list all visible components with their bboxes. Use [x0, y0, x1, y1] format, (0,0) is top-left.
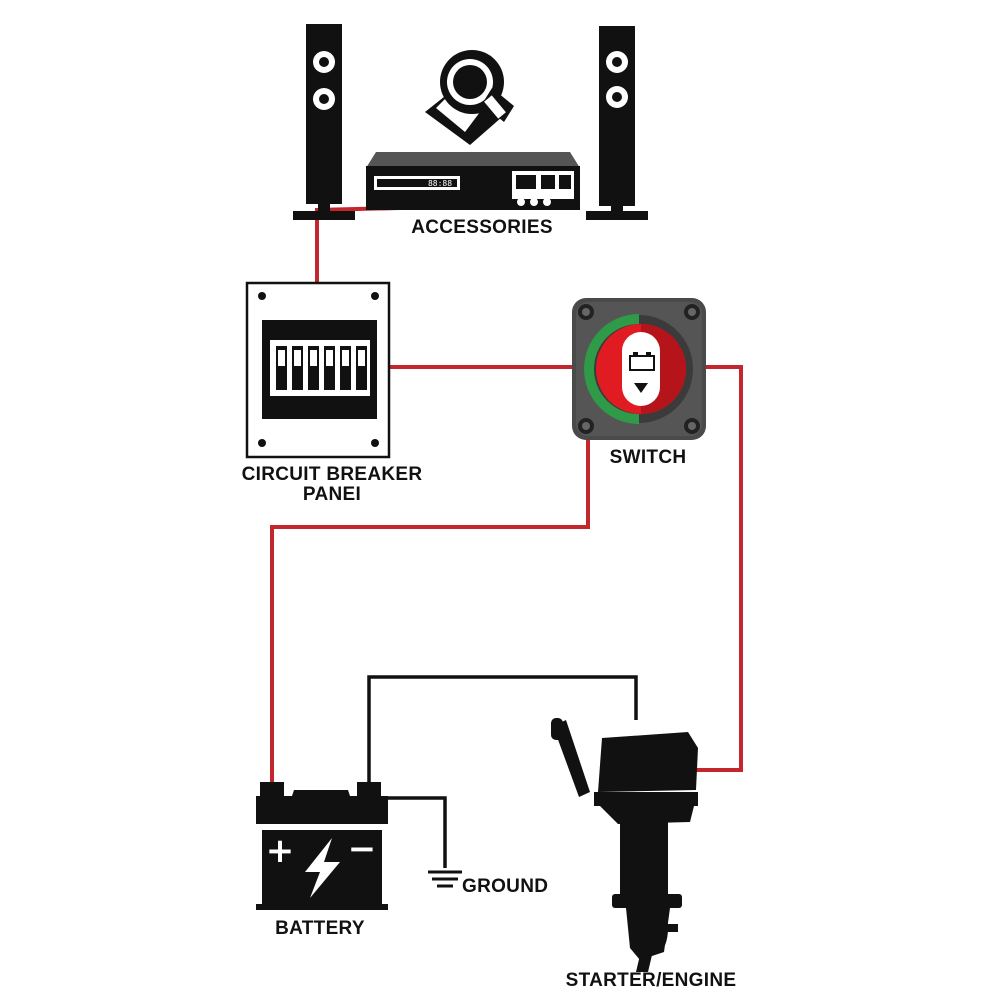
- lightning-bolt-icon: [305, 838, 340, 898]
- stereo-display-text: 88:88: [428, 179, 452, 188]
- breaker-label-line2: PANEI: [303, 484, 361, 505]
- battery-negative-sign: −: [348, 829, 377, 869]
- circuit-breaker-icon: [245, 281, 391, 459]
- left-speaker-icon: [293, 24, 355, 220]
- engine-label: STARTER/ENGINE: [566, 970, 737, 991]
- wire-switch-to-battery: [270, 440, 590, 790]
- wire-battery-to-engine: [367, 675, 638, 790]
- ground-label: GROUND: [462, 876, 548, 897]
- stereo-receiver-icon: 88:88: [366, 152, 580, 210]
- battery-positive-sign: +: [266, 831, 295, 871]
- battery-label: BATTERY: [275, 918, 365, 939]
- battery-switch-icon: [572, 298, 706, 440]
- outboard-engine-icon: [551, 718, 698, 972]
- switch-label: SWITCH: [610, 447, 687, 468]
- breaker-label-line1: CIRCUIT BREAKER: [242, 464, 423, 485]
- right-speaker-icon: [586, 26, 648, 220]
- accessories-label: ACCESSORIES: [411, 217, 553, 238]
- power-wires: [270, 206, 743, 790]
- battery-icon: + −: [256, 782, 388, 910]
- ground-symbol-icon: [428, 870, 462, 888]
- wire-battery-to-ground: [380, 796, 447, 868]
- wire-switch-to-engine: [696, 365, 743, 772]
- ground-wires: [367, 675, 638, 868]
- breaker-switches: [276, 346, 367, 390]
- spotlight-icon: [425, 50, 514, 145]
